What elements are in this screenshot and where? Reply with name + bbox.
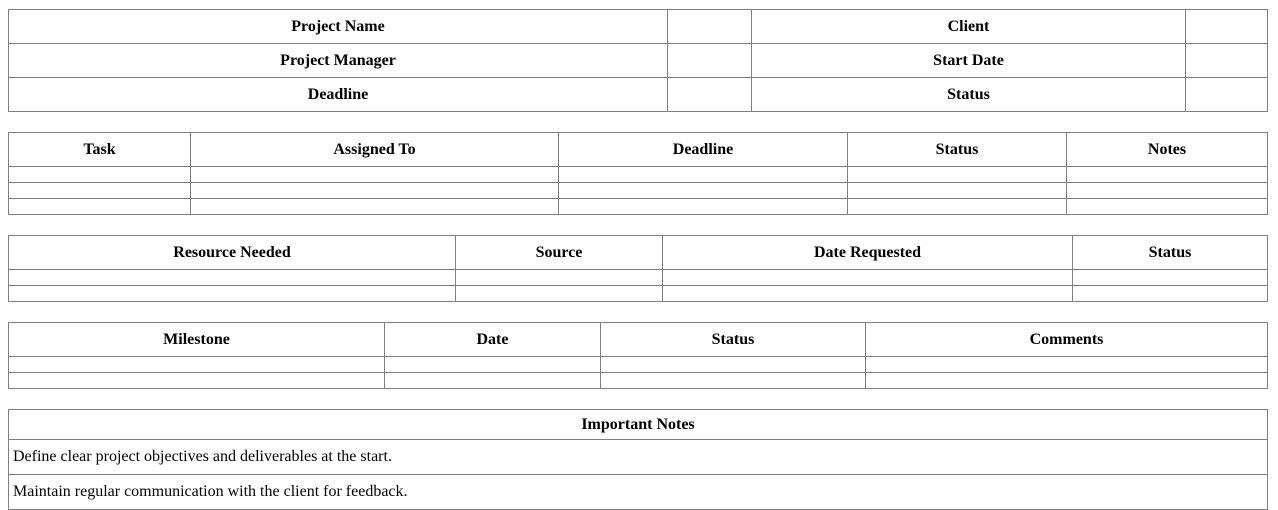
important-notes-header: Important Notes <box>8 409 1268 440</box>
empty-cell <box>190 198 559 215</box>
milestone-header: Milestone <box>8 322 385 357</box>
empty-cell <box>865 356 1268 373</box>
empty-cell <box>558 166 848 183</box>
empty-cell <box>190 182 559 199</box>
table-header-row: Resource Needed Source Date Requested St… <box>8 235 1268 270</box>
empty-cell <box>865 372 1268 389</box>
deadline-value-cell <box>667 77 752 112</box>
empty-cell <box>558 182 848 199</box>
tasks-table: Task Assigned To Deadline Status Notes <box>8 132 1268 215</box>
table-row <box>8 198 1268 215</box>
deadline-label: Deadline <box>8 77 668 112</box>
table-row: Project Manager Start Date <box>8 43 1268 78</box>
note-text: Maintain regular communication with the … <box>8 474 1268 510</box>
start-date-label: Start Date <box>751 43 1186 78</box>
table-row <box>8 372 1268 389</box>
source-header: Source <box>455 235 663 270</box>
empty-cell <box>1072 285 1268 302</box>
notes-table: Important Notes Define clear project obj… <box>8 409 1268 510</box>
empty-cell <box>1066 182 1268 199</box>
project-manager-label: Project Manager <box>8 43 668 78</box>
resource-needed-header: Resource Needed <box>8 235 456 270</box>
empty-cell <box>8 166 191 183</box>
milestones-table: Milestone Date Status Comments <box>8 322 1268 389</box>
deadline-header: Deadline <box>558 132 848 167</box>
status-value-cell <box>1185 77 1268 112</box>
status-label: Status <box>751 77 1186 112</box>
assigned-to-header: Assigned To <box>190 132 559 167</box>
table-row <box>8 182 1268 199</box>
empty-cell <box>558 198 848 215</box>
empty-cell <box>1072 269 1268 286</box>
table-row: Maintain regular communication with the … <box>8 474 1268 510</box>
empty-cell <box>8 356 385 373</box>
empty-cell <box>455 269 663 286</box>
notes-header: Notes <box>1066 132 1268 167</box>
table-row: Deadline Status <box>8 77 1268 112</box>
date-requested-header: Date Requested <box>662 235 1073 270</box>
empty-cell <box>600 372 866 389</box>
empty-cell <box>455 285 663 302</box>
resources-table: Resource Needed Source Date Requested St… <box>8 235 1268 302</box>
empty-cell <box>8 269 456 286</box>
project-name-label: Project Name <box>8 9 668 44</box>
task-header: Task <box>8 132 191 167</box>
empty-cell <box>662 285 1073 302</box>
table-row <box>8 269 1268 286</box>
status-header: Status <box>1072 235 1268 270</box>
empty-cell <box>1066 198 1268 215</box>
empty-cell <box>8 182 191 199</box>
client-value-cell <box>1185 9 1268 44</box>
table-row <box>8 285 1268 302</box>
empty-cell <box>847 166 1067 183</box>
project-manager-value-cell <box>667 43 752 78</box>
table-row: Project Name Client <box>8 9 1268 44</box>
empty-cell <box>662 269 1073 286</box>
empty-cell <box>384 356 601 373</box>
comments-header: Comments <box>865 322 1268 357</box>
empty-cell <box>190 166 559 183</box>
table-row <box>8 356 1268 373</box>
empty-cell <box>8 285 456 302</box>
empty-cell <box>847 198 1067 215</box>
table-row <box>8 166 1268 183</box>
empty-cell <box>600 356 866 373</box>
table-header-row: Milestone Date Status Comments <box>8 322 1268 357</box>
project-name-value-cell <box>667 9 752 44</box>
empty-cell <box>8 198 191 215</box>
date-header: Date <box>384 322 601 357</box>
empty-cell <box>8 372 385 389</box>
empty-cell <box>847 182 1067 199</box>
table-header-row: Important Notes <box>8 409 1268 440</box>
table-header-row: Task Assigned To Deadline Status Notes <box>8 132 1268 167</box>
project-info-table: Project Name Client Project Manager Star… <box>8 9 1268 112</box>
table-row: Define clear project objectives and deli… <box>8 439 1268 475</box>
start-date-value-cell <box>1185 43 1268 78</box>
empty-cell <box>384 372 601 389</box>
client-label: Client <box>751 9 1186 44</box>
empty-cell <box>1066 166 1268 183</box>
note-text: Define clear project objectives and deli… <box>8 439 1268 475</box>
status-header: Status <box>847 132 1067 167</box>
status-header: Status <box>600 322 866 357</box>
